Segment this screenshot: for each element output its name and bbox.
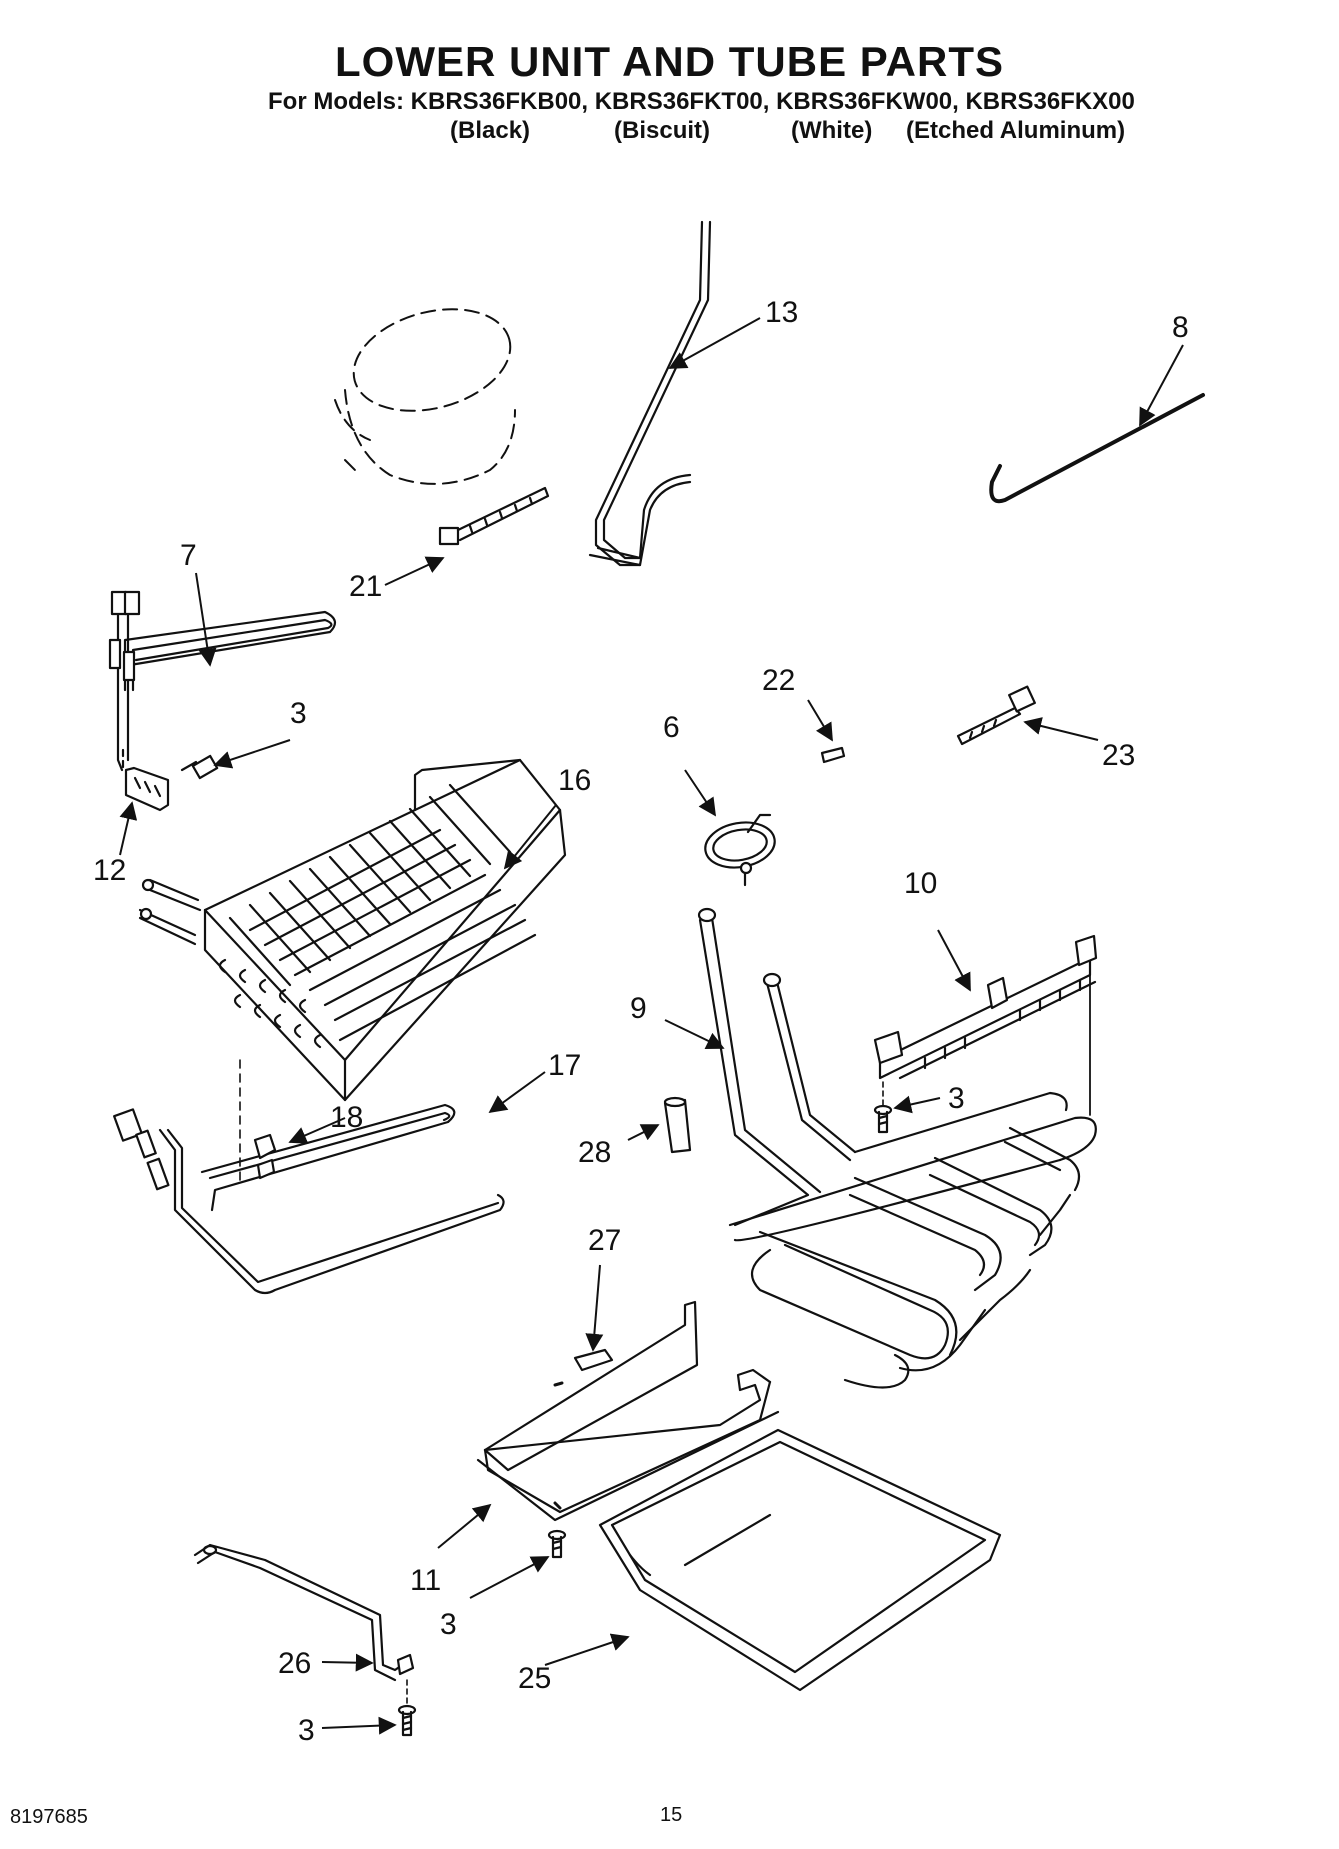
part-23-cable-tie [956,685,1036,746]
callout-16: 16 [558,764,591,797]
callout-26: 26 [278,1647,311,1680]
part-16-evaporator [138,758,567,1181]
color-black: (Black) [450,117,531,144]
part-9-condenser [697,907,1097,1389]
callout-22: 22 [762,664,795,697]
compressor-outline [334,308,516,485]
callout-3-upper: 3 [290,697,307,730]
part-27-clip [573,1348,614,1372]
part-17-heater [113,1103,505,1295]
callout-7: 7 [180,539,197,572]
color-etched-aluminum: (Etched Aluminum) [906,117,1126,144]
callout-labels: 13 8 7 21 22 23 3 6 16 12 10 9 3 17 18 2… [93,296,1189,1747]
callout-10: 10 [904,867,937,900]
color-biscuit: (Biscuit) [614,117,710,144]
part-7-heater [108,590,337,772]
leader-arrows [119,317,1184,1735]
page-number: 15 [660,1804,683,1826]
color-white: (White) [791,117,873,144]
callout-21: 21 [349,570,382,603]
callout-18: 18 [330,1101,363,1134]
callout-25: 25 [518,1662,551,1695]
part-3-screw-upper [180,754,219,780]
part-26-tube [193,1543,415,1682]
part-3-screw-middle [873,1081,893,1134]
part-13-tube [588,220,712,567]
part-25-drain-pan [598,1428,1002,1692]
part-18-clip [253,1133,277,1180]
document-number: 8197685 [10,1806,88,1828]
part-10-bracket [873,934,1098,1080]
callout-3-middle: 3 [948,1082,965,1115]
callout-28: 28 [578,1136,611,1169]
part-21-cable-tie [438,486,550,546]
part-3-screw-bottom [397,1679,417,1737]
callout-12: 12 [93,854,126,887]
part-3-screw-lower [547,1529,567,1559]
callout-17: 17 [548,1049,581,1082]
callout-27: 27 [588,1224,621,1257]
callout-8: 8 [1172,311,1189,344]
part-28-sleeve [663,1096,692,1154]
part-11-pan-bracket [476,1300,780,1522]
part-12-bracket [121,748,170,812]
part-8-rod [989,393,1205,504]
part-22-clip [820,746,846,764]
callout-3-lower: 3 [440,1608,457,1641]
callout-6: 6 [663,711,680,744]
page-title: LOWER UNIT AND TUBE PARTS [335,38,1004,85]
callout-3-bottom: 3 [298,1714,315,1747]
models-line: For Models: KBRS36FKB00, KBRS36FKT00, KB… [268,88,1135,115]
callout-11: 11 [410,1564,441,1597]
callout-9: 9 [630,992,647,1025]
part-6-coil [704,813,776,887]
callout-13: 13 [765,296,798,329]
callout-23: 23 [1102,739,1135,772]
